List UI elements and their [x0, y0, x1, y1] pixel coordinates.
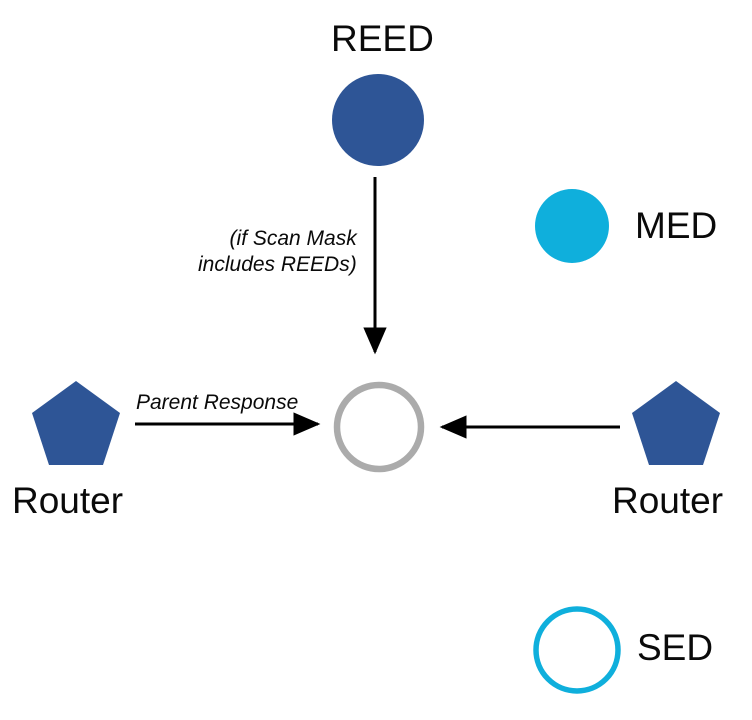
med-node-shape: [535, 189, 609, 263]
router-left-node-label: Router: [12, 480, 124, 521]
router-right-node-shape: [632, 381, 720, 465]
edge-label-parent-response: Parent Response: [136, 391, 299, 414]
router-right-node-label: Router: [612, 480, 724, 521]
router-left-node-shape: [32, 381, 120, 465]
reed-node-shape: [332, 74, 424, 166]
sed-node-label: SED: [637, 627, 714, 668]
sed-node-shape: [533, 606, 621, 694]
edge-label-scan-mask: (if Scan Mask includes REEDs): [198, 227, 357, 277]
med-node-label: MED: [635, 205, 718, 246]
leader-node-shape: [333, 381, 425, 473]
reed-node-label: REED: [331, 18, 434, 59]
